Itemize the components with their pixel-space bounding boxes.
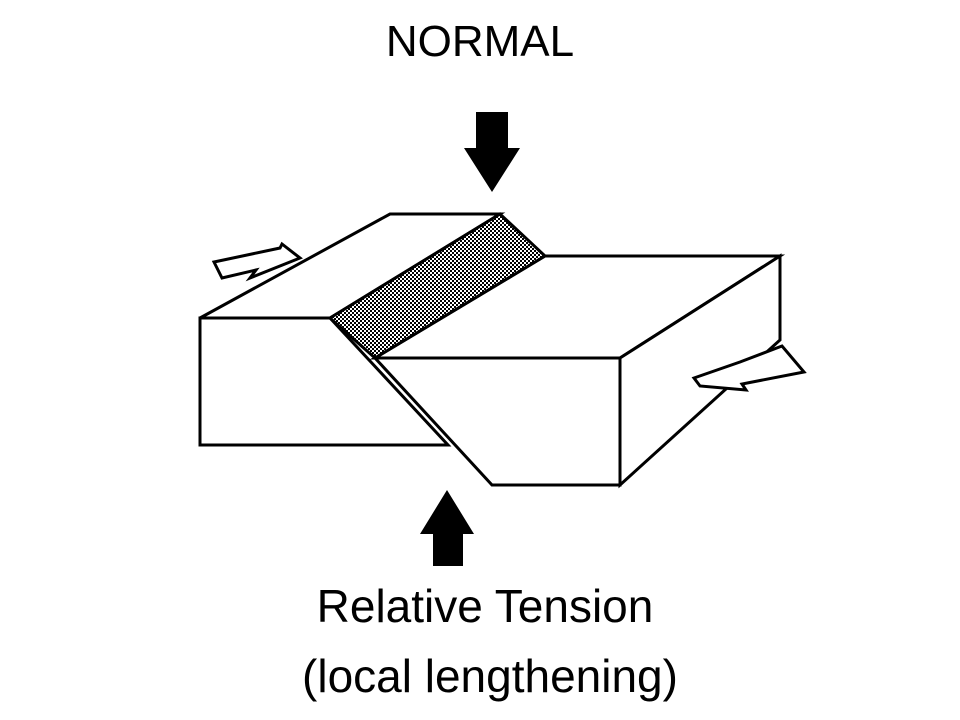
left-block (198, 212, 506, 447)
caption-line-1: Relative Tension (317, 580, 654, 632)
diagram-title: NORMAL (386, 17, 574, 66)
right-block (369, 253, 786, 489)
caption-line-2: (local lengthening) (302, 650, 678, 702)
hollow-arrow-left-icon (211, 241, 303, 282)
fault-plane (327, 212, 548, 360)
hollow-arrow-right-icon (691, 344, 807, 392)
arrow-up-icon (420, 490, 474, 566)
arrow-down-icon (464, 112, 520, 192)
